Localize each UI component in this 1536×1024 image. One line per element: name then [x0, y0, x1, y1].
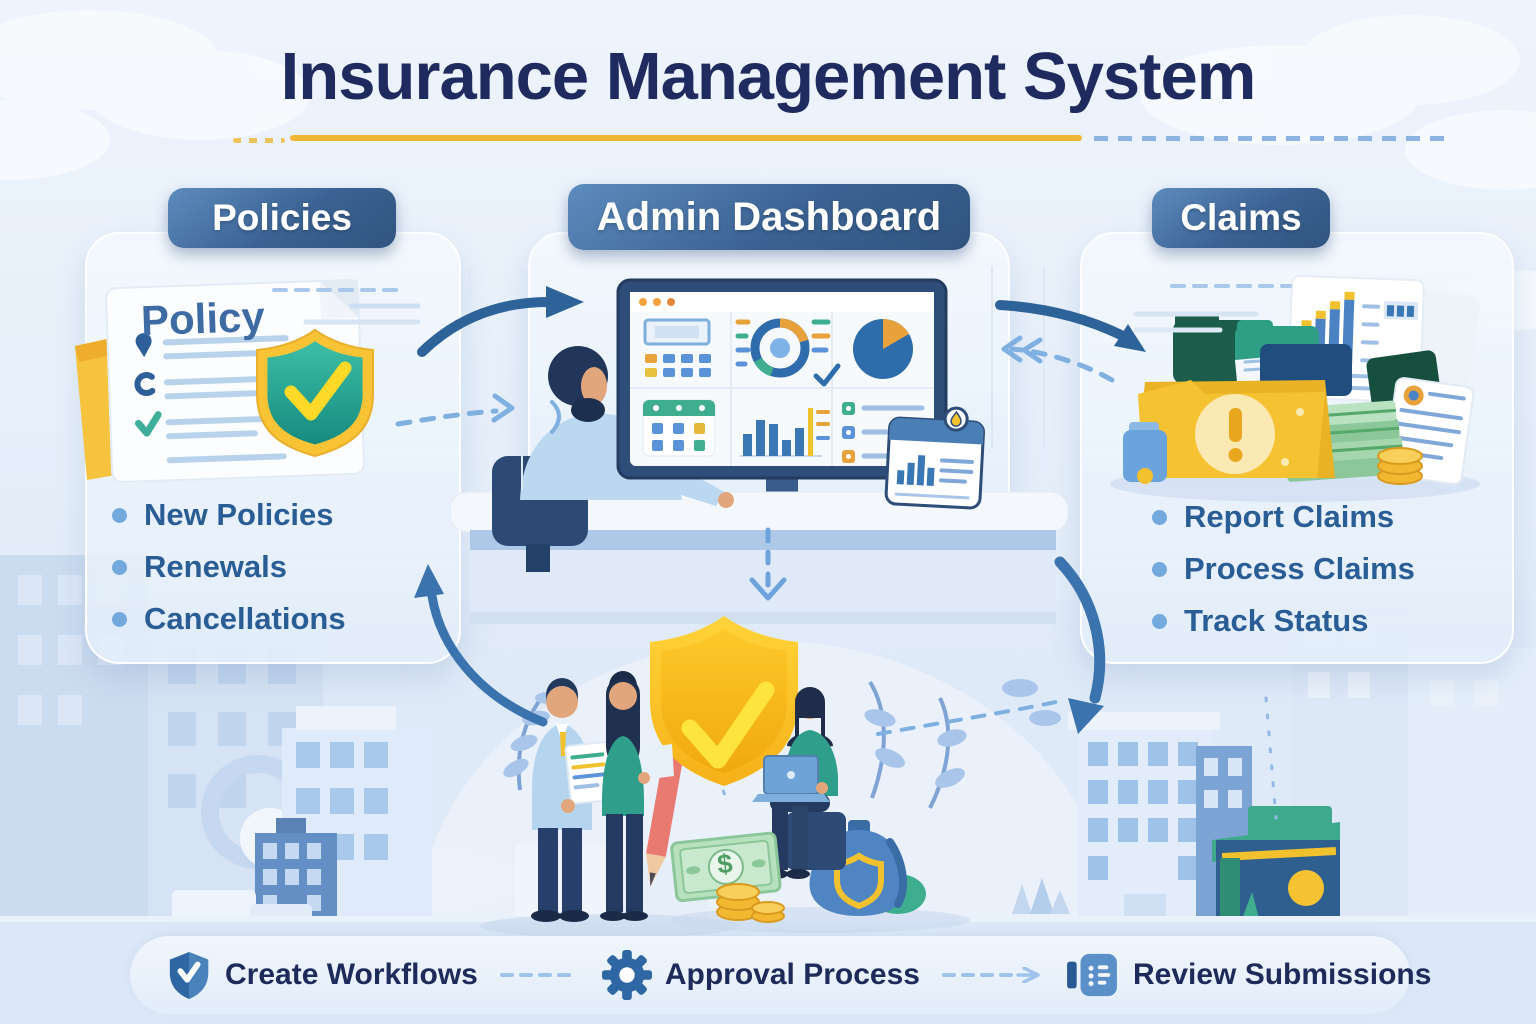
workflow-step-approval-process: Approval Process — [601, 950, 920, 1000]
panel-header-claims: Claims — [1152, 188, 1330, 248]
bullet-dot — [112, 611, 127, 627]
person-woman-standing — [600, 671, 674, 921]
panel-header-policies: Policies — [168, 188, 396, 248]
claims-illustration — [1110, 275, 1481, 502]
gear-icon — [601, 950, 652, 1000]
workflow-step-review-submissions: Review Submissions — [1064, 952, 1431, 998]
report-card — [884, 406, 986, 510]
currency-symbol: $ — [715, 848, 734, 880]
workflow-step-label: Review Submissions — [1132, 958, 1432, 991]
shield-check-icon — [169, 952, 209, 999]
person-woman-laptop — [752, 687, 846, 879]
list-item: Track Status — [1152, 603, 1415, 639]
claims-bullet-list: Report Claims Process Claims Track Statu… — [1152, 499, 1415, 655]
list-item: New Policies — [112, 497, 346, 533]
list-item: Cancellations — [112, 601, 346, 637]
policy-shield-icon — [256, 328, 374, 458]
bullet-dot — [1152, 613, 1167, 629]
policy-document-illustration — [75, 278, 374, 482]
list-item-label: Cancellations — [144, 601, 346, 636]
workflow-step-label: Create Workflows — [225, 958, 478, 991]
bullet-dot — [112, 507, 127, 523]
dashed-arrow-connector-icon — [941, 967, 1040, 983]
bullet-dot — [1152, 561, 1167, 577]
workflow-bar: Create Workflows Approval P — [130, 936, 1431, 1014]
list-item-label: Report Claims — [1184, 499, 1395, 534]
list-item-label: Track Status — [1184, 603, 1369, 638]
dollar-bill — [670, 831, 782, 903]
list-item-label: New Policies — [144, 497, 334, 532]
list-item: Process Claims — [1152, 551, 1415, 587]
team-protection-illustration — [480, 616, 1070, 938]
workflow-step-label: Approval Process — [664, 958, 920, 991]
coins — [1377, 447, 1423, 485]
bullet-dot — [1152, 509, 1167, 525]
dashed-connector-icon — [499, 973, 580, 977]
policy-document-label: Policy — [140, 292, 266, 345]
alert-folder — [1135, 380, 1335, 478]
panel-header-admin-dashboard: Admin Dashboard — [568, 184, 970, 250]
review-document-icon — [1067, 953, 1117, 997]
title-underline — [290, 135, 1082, 141]
page-title: Insurance Management System — [280, 39, 1257, 114]
person-man — [531, 678, 614, 922]
title-underline-dots — [233, 138, 285, 143]
list-item-label: Renewals — [144, 549, 288, 584]
coins — [716, 883, 785, 923]
list-item: Renewals — [112, 549, 346, 585]
bullet-dot — [112, 559, 127, 575]
title-underline-dashed — [1094, 136, 1450, 141]
policies-bullet-list: New Policies Renewals Cancellations — [112, 497, 346, 653]
workflow-step-create-workflows: Create Workflows — [166, 950, 478, 1000]
list-item: Report Claims — [1152, 499, 1415, 535]
protection-shield-icon — [650, 616, 798, 786]
blue-pouch — [1123, 422, 1167, 484]
list-item-label: Process Claims — [1184, 551, 1415, 586]
